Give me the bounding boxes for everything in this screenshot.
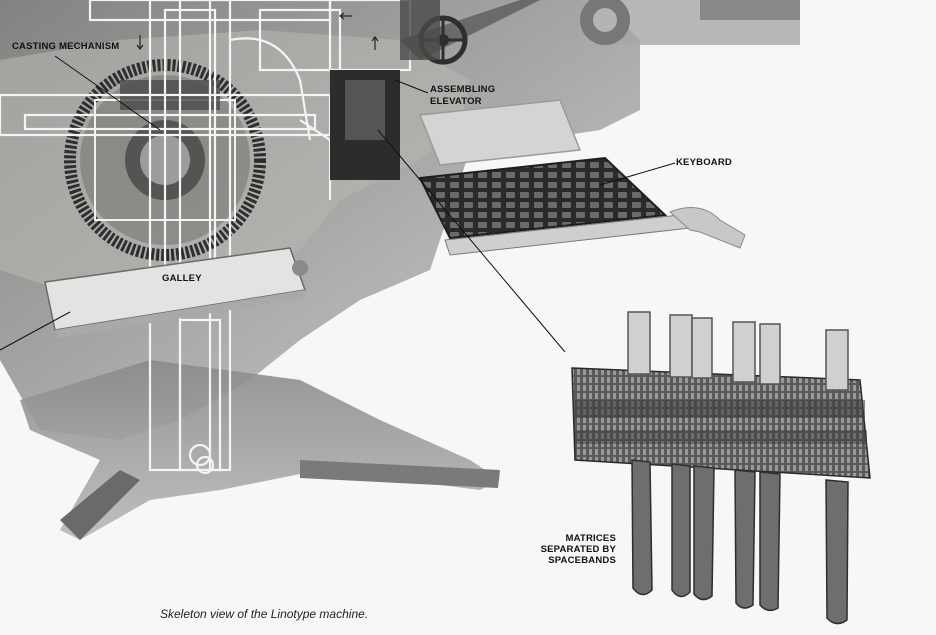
- label-galley: GALLEY: [162, 273, 202, 284]
- galley-tray: [44, 247, 308, 338]
- leader-lines: [0, 55, 676, 353]
- label-matrices-line1: MATRICES: [565, 533, 616, 544]
- figure-caption: Skeleton view of the Linotype machine.: [160, 607, 369, 621]
- label-casting-mechanism: CASTING MECHANISM: [12, 41, 120, 52]
- assembling-elevator: [330, 0, 540, 180]
- copy-holder: [418, 99, 582, 166]
- label-matrices-line3: SPACEBANDS: [548, 555, 616, 566]
- label-assembling-elevator-line1: ASSEMBLING: [430, 84, 496, 95]
- keyboard-unit: [418, 156, 746, 256]
- direction-arrows: [136, 12, 379, 50]
- label-keyboard: KEYBOARD: [676, 157, 732, 168]
- label-assembling-elevator-line2: ELEVATOR: [430, 96, 482, 107]
- matrices-assembly: [571, 311, 871, 625]
- label-matrices-line2: SEPARATED BY: [540, 544, 616, 555]
- machine-base: [20, 360, 500, 540]
